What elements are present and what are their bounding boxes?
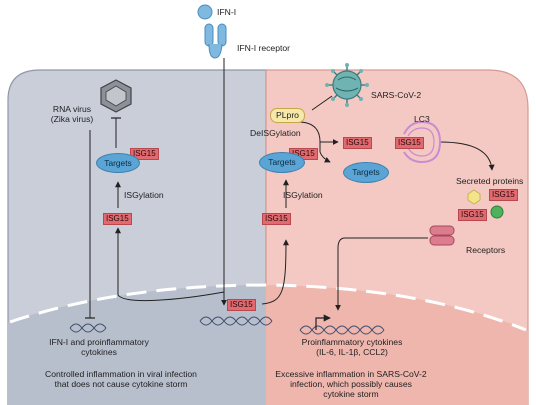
plpro-box: PLpro — [270, 108, 305, 123]
right-upregulation-arrow — [261, 239, 289, 305]
released-isg15: ISG15 — [343, 137, 372, 149]
left-isg15-on-targets: ISG15 — [130, 148, 159, 160]
lc3-autophagosome-icon — [403, 120, 442, 164]
secreted-isg15-1: ISG15 — [489, 189, 518, 201]
secreted-hexagon — [467, 189, 481, 205]
ifn-label: IFN-I — [217, 7, 237, 17]
sars-cov-2-icon — [325, 63, 369, 107]
sars-cov-2-label: SARS-CoV-2 — [371, 90, 422, 100]
virus-to-plpro — [311, 95, 333, 111]
secreted-proteins-label: Secreted proteins — [456, 176, 524, 186]
right-gene-dna — [199, 316, 385, 335]
membrane-receptor-icon — [429, 225, 455, 246]
rna-virus-icon — [100, 79, 132, 113]
left-free-isg15: ISG15 — [103, 213, 132, 225]
left-gene-dna — [69, 323, 107, 333]
right-free-isg15: ISG15 — [262, 213, 291, 225]
promoter-arrow — [315, 314, 331, 330]
left-targets: Targets — [96, 153, 140, 173]
right-nucleus — [266, 285, 528, 405]
receptors-label: Receptors — [466, 245, 506, 255]
ifn-receptor-label: IFN-I receptor — [237, 43, 291, 53]
secreted-isg15-2: ISG15 — [458, 209, 487, 221]
released-targets: Targets — [343, 162, 389, 183]
ifn-molecule — [197, 4, 213, 20]
left-upregulation-arrow — [115, 227, 225, 302]
deisgylation-to-lc3 — [297, 121, 339, 145]
left-outcome-label: Controlled inflammation in viral infecti… — [45, 369, 197, 389]
right-targets: Targets — [259, 152, 305, 173]
lc3-isg15: ISG15 — [395, 137, 424, 149]
left-nucleus — [8, 285, 266, 405]
deisgylation-label: DeISGylation — [250, 128, 301, 138]
secreted-ball — [490, 205, 504, 219]
gene-isg15: ISG15 — [227, 299, 256, 311]
lc3-to-secretion — [439, 141, 495, 171]
left-isgylation-label: ISGylation — [124, 190, 164, 200]
deisgylation-to-targets — [319, 142, 331, 163]
nuclear-envelope — [9, 283, 527, 332]
rna-virus-label: RNA virus (Zika virus) — [50, 104, 94, 124]
ifn-receptor-icon — [204, 23, 227, 59]
right-isgylation-label: ISGylation — [283, 190, 323, 200]
right-outcome-label: Excessive inflammation in SARS-CoV-2 inf… — [275, 369, 427, 399]
right-gene-output-label: Proinflammatory cytokines (IL-6, IL-1β, … — [301, 337, 403, 357]
lc3-label: LC3 — [414, 114, 430, 124]
receptor-to-gene — [335, 237, 428, 311]
left-gene-output-label: IFN-I and proinflammatory cytokines — [49, 337, 149, 357]
